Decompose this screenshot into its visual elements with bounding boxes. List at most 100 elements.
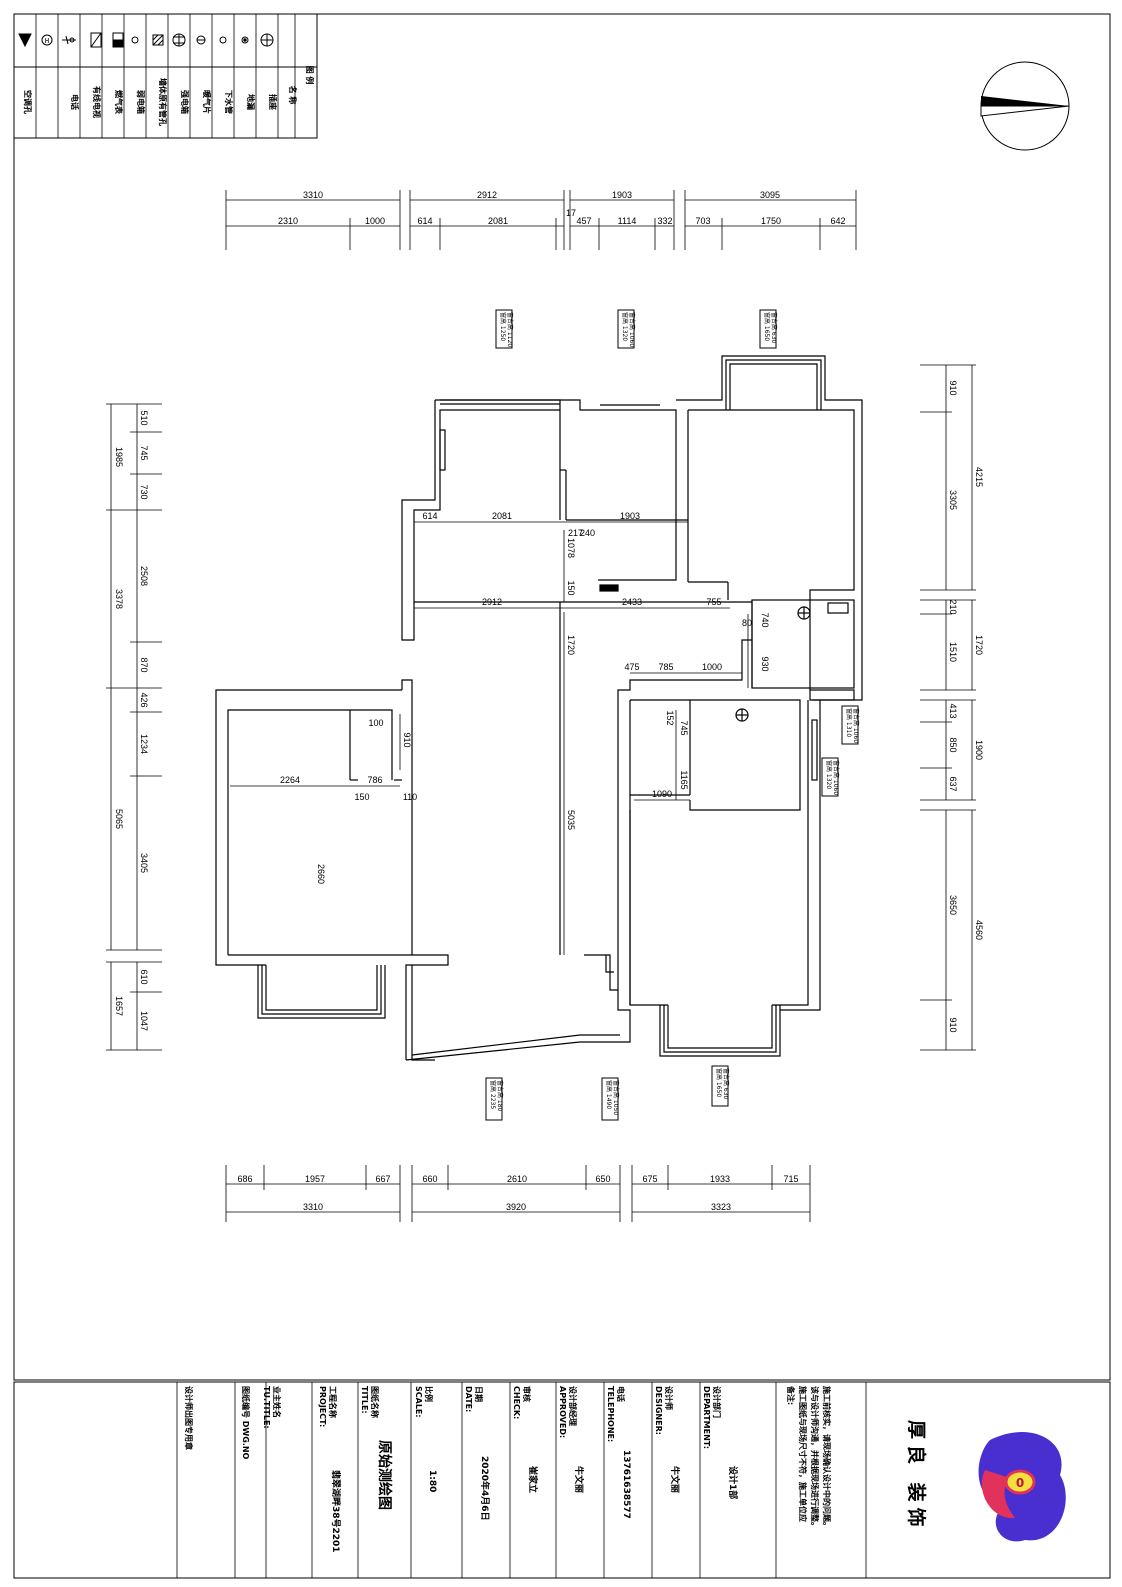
tb-notes-1: 施工图纸与现场尺寸不符，施工单位应 xyxy=(798,1386,808,1522)
dim-left-total-1985: 1985 xyxy=(114,447,124,467)
drain-icon xyxy=(241,36,249,44)
dim-int-1165: 1165 xyxy=(679,770,689,789)
dim-bottom-detail-660: 660 xyxy=(422,1174,437,1184)
window-tag-6-line1: 窗高 2235 xyxy=(489,1080,497,1109)
tb-designer-en: DESIGNER: xyxy=(654,1386,663,1435)
legend-name-tv: 有线电视 xyxy=(92,86,102,118)
dimension-texts: 3310 2912 1903 3095 2310 1000 614 2081 1… xyxy=(114,190,984,1212)
window-tag-2-line2: 窗台高 1060 xyxy=(628,312,636,347)
dim-int-2660: 2660 xyxy=(316,864,326,884)
tb-department-label: 设计部门 xyxy=(712,1386,722,1418)
pipe-icon xyxy=(219,36,227,44)
ac-icon xyxy=(18,33,32,48)
legend-name-heater: 暖气片 xyxy=(202,90,212,114)
legend-name-plug: 插座 xyxy=(268,94,278,110)
dim-top-detail-642: 642 xyxy=(830,216,845,226)
heater-icon xyxy=(196,35,206,45)
dim-int-2264: 2264 xyxy=(280,775,300,785)
dim-bottom-detail-1933: 1933 xyxy=(710,1174,730,1184)
window-tag-5: 窗高 1320 窗台高 1060 xyxy=(821,757,840,797)
legend-name-ac: 空调孔 xyxy=(23,90,33,114)
ac-icon-circle: H xyxy=(41,34,53,46)
sheet-border xyxy=(13,1381,1111,1579)
tb-date-label: 日期 xyxy=(474,1386,484,1402)
dim-left-detail-1047: 1047 xyxy=(139,1011,149,1031)
tb-approved-en: APPROVED: xyxy=(558,1386,567,1438)
dim-left-total-5065: 5065 xyxy=(114,809,124,829)
dim-top-total-1: 3310 xyxy=(303,190,323,200)
dim-right-detail-210: 210 xyxy=(948,599,958,614)
dim-int-930: 930 xyxy=(760,656,770,671)
dim-int-745: 745 xyxy=(679,720,689,735)
window-tag-6: 窗高 2235 窗台高 180 xyxy=(485,1077,504,1121)
tb-project-label: 工程名称 xyxy=(328,1386,338,1418)
panel-icon xyxy=(172,33,186,47)
window-tag-1-line2: 窗台高 1120 xyxy=(506,312,514,347)
dim-right-detail-3650: 3650 xyxy=(948,895,958,915)
dim-top-detail-614: 614 xyxy=(417,216,432,226)
dim-top-detail-17: 17 xyxy=(566,208,576,218)
dim-left-total-3378: 3378 xyxy=(114,589,124,609)
dim-top-detail-2081: 2081 xyxy=(488,216,508,226)
dim-right-detail-910b: 910 xyxy=(948,1017,958,1032)
dim-top-detail-1750: 1750 xyxy=(761,216,781,226)
window-tag-7-line1: 窗高 1490 xyxy=(605,1080,613,1109)
dim-right-total-1720: 1720 xyxy=(974,635,984,655)
legend-table: 名 称 图 例 插座 地漏 下水管 暖气片 强电箱 墙体原有管孔 弱电箱 燃气表… xyxy=(13,13,318,139)
phone-icon xyxy=(62,35,76,45)
window-tag-8: 窗高 1650 窗台高 630 xyxy=(711,1065,730,1107)
dim-bottom-detail-1957: 1957 xyxy=(305,1174,325,1184)
tb-telephone-value: 13761638577 xyxy=(621,1450,631,1519)
dimension-lines xyxy=(106,190,976,1222)
dim-top-detail-2310: 2310 xyxy=(278,216,298,226)
tb-scale-label: 比例 xyxy=(424,1386,434,1402)
dim-top-detail-332: 332 xyxy=(657,216,672,226)
tb-title-value: 原始测绘图 xyxy=(376,1440,393,1510)
window-tag-3-line2: 窗台高 630 xyxy=(770,312,778,344)
window-tag-7: 窗高 1490 窗台高 1050 xyxy=(601,1077,620,1121)
window-tag-3-line1: 窗高 1650 xyxy=(763,312,771,341)
dim-bottom-total-2: 3920 xyxy=(506,1202,526,1212)
tb-project-value: 翡翠湖畔38号2201 xyxy=(330,1470,342,1553)
tb-tutitle-en: TU.TITLE: xyxy=(262,1386,271,1429)
dim-int-150: 150 xyxy=(566,580,576,595)
dim-right-detail-910a: 910 xyxy=(948,380,958,395)
window-tag-4-line1: 窗高 1310 xyxy=(845,708,853,737)
dim-bottom-total-1: 3310 xyxy=(303,1202,323,1212)
dim-int-785: 785 xyxy=(658,662,673,672)
window-tag-1: 窗高 1250 窗台高 1120 xyxy=(495,309,514,349)
window-tag-7-line2: 窗台高 1050 xyxy=(612,1080,620,1115)
tb-approved-label: 设计部经理 xyxy=(568,1386,578,1426)
dim-int-100: 100 xyxy=(368,718,383,728)
tb-project-en: PROJECT: xyxy=(318,1386,327,1427)
dim-int-475: 475 xyxy=(624,662,639,672)
tb-department-value: 设计1部 xyxy=(727,1466,739,1499)
tb-title-label: 图纸名称 xyxy=(370,1386,380,1418)
dim-left-detail-745: 745 xyxy=(139,445,149,460)
window-tag-8-line2: 窗台高 630 xyxy=(722,1068,730,1100)
window-tag-4: 窗高 1310 窗台高 1060 xyxy=(841,705,860,745)
legend-header-symbol: 图 例 xyxy=(305,66,315,85)
dim-right-total-1900: 1900 xyxy=(974,740,984,760)
dim-int-1720: 1720 xyxy=(566,635,576,655)
tb-check-label: 审核 xyxy=(522,1386,532,1402)
dim-left-detail-510: 510 xyxy=(139,410,149,425)
tb-telephone-en: TELEPHONE: xyxy=(606,1386,615,1442)
brand-logo: 0 xyxy=(978,1432,1066,1542)
dim-right-total-4215: 4215 xyxy=(974,467,984,487)
window-tag-6-line2: 窗台高 180 xyxy=(496,1080,504,1112)
tb-telephone-label: 电话 xyxy=(616,1386,626,1402)
dim-right-detail-637: 637 xyxy=(948,776,958,791)
dim-right-detail-850: 850 xyxy=(948,737,958,752)
dim-left-detail-870: 870 xyxy=(139,657,149,672)
dim-int-80: 80 xyxy=(742,618,752,628)
tb-drawing-no-label: 图纸编号 DWG.NO xyxy=(241,1386,251,1460)
dim-int-740: 740 xyxy=(760,612,770,627)
window-tags: 窗高 1250 窗台高 1120 窗高 1320 窗台高 1060 窗高 165… xyxy=(485,309,860,1121)
dim-left-detail-730: 730 xyxy=(139,484,149,499)
dim-bottom-detail-715: 715 xyxy=(783,1174,798,1184)
window-tag-2-line1: 窗高 1320 xyxy=(621,312,629,341)
tb-notes-3: 施工前核实，请现场确认设计中的问题。 xyxy=(822,1386,832,1530)
hatch-icon xyxy=(152,34,164,46)
